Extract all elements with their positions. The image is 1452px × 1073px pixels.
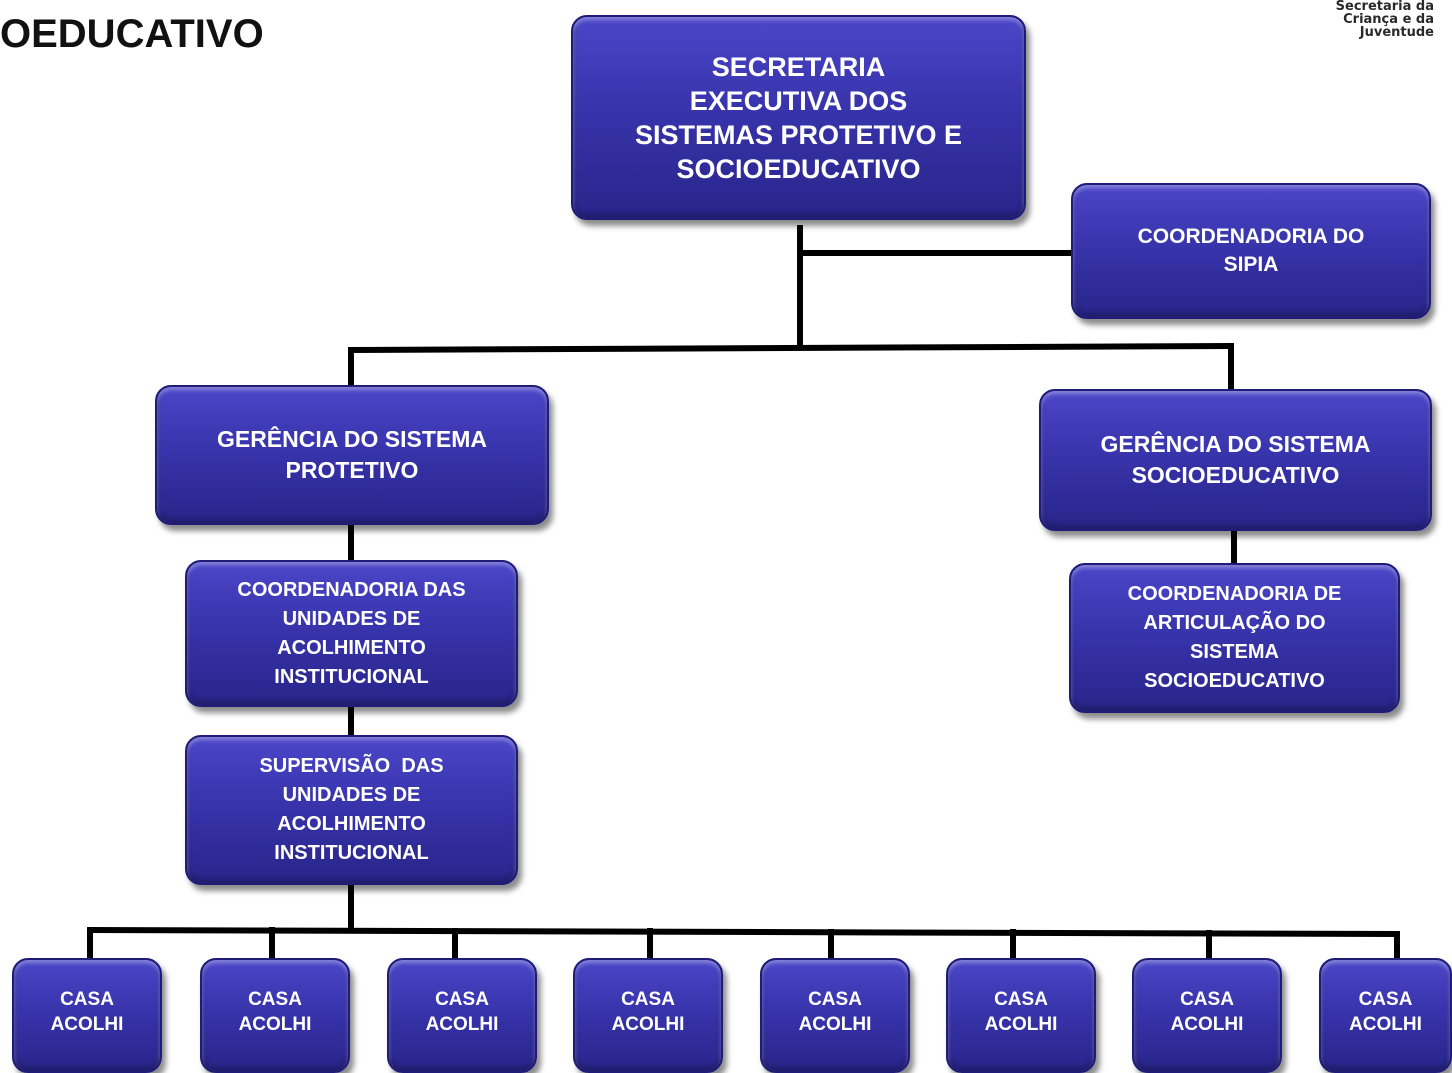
node-coordenadoria-acolhimento: COORDENADORIA DAS UNIDADES DE ACOLHIMENT… — [185, 560, 518, 707]
node-label-line: ARTICULAÇÃO DO — [1143, 612, 1326, 634]
node-label-line: SOCIOEDUCATIVO — [1144, 670, 1325, 692]
node-label-line: PROTETIVO — [285, 457, 419, 483]
node-label-line: UNIDADES DE — [282, 784, 421, 806]
node-label-line: CASA — [994, 989, 1048, 1010]
node-gerencia-socioeducativo: GERÊNCIA DO SISTEMA SOCIOEDUCATIVO — [1039, 389, 1432, 531]
node-casa-acolhimento-8: CASA ACOLHI — [1319, 958, 1452, 1073]
node-coordenadoria-sipia: COORDENADORIA DO SIPIA — [1071, 183, 1431, 319]
node-label-line: CASA — [248, 989, 302, 1010]
node-label-line: ACOLHIMENTO — [277, 813, 426, 835]
logo-line: Juventude — [1359, 25, 1434, 40]
node-label-line: SIPIA — [1223, 253, 1279, 276]
node-label-line: COORDENADORIA DE — [1127, 583, 1342, 605]
node-label-line: COORDENADORIA DAS — [237, 578, 466, 601]
node-casa-acolhimento-5: CASA ACOLHI — [760, 958, 910, 1073]
node-casa-acolhimento-4: CASA ACOLHI — [573, 958, 723, 1073]
node-supervisao-acolhimento: SUPERVISÃO DAS UNIDADES DE ACOLHIMENTO I… — [185, 735, 518, 885]
node-label-line: INSTITUCIONAL — [274, 665, 429, 688]
node-label-line: ACOLHI — [611, 1014, 685, 1035]
node-label-line: INSTITUCIONAL — [274, 842, 429, 864]
logo-line: Criança e da — [1343, 12, 1434, 27]
node-label-line: UNIDADES DE — [282, 607, 421, 630]
node-label-line: CASA — [621, 989, 675, 1010]
node-label-line: SECRETARIA — [711, 51, 886, 82]
node-label-line: ACOLHI — [1349, 1014, 1422, 1035]
node-label-line: CASA — [1180, 989, 1234, 1010]
node-label-line: SISTEMAS PROTETIVO E — [634, 119, 963, 150]
node-label-line: GERÊNCIA DO SISTEMA — [216, 426, 488, 452]
node-label-line: ACOLHI — [50, 1014, 124, 1035]
node-label-line: SOCIOEDUCATIVO — [1131, 462, 1340, 488]
node-label-line: ACOLHI — [798, 1014, 872, 1035]
node-label-line: CASA — [808, 989, 862, 1010]
node-coordenadoria-articulacao: COORDENADORIA DE ARTICULAÇÃO DO SISTEMA … — [1069, 563, 1400, 713]
node-label-line: ACOLHI — [1170, 1014, 1244, 1035]
node-casa-acolhimento-6: CASA ACOLHI — [946, 958, 1096, 1073]
node-label-line: EXECUTIVA DOS — [689, 85, 908, 116]
node-label-line: CASA — [435, 989, 489, 1010]
node-label-line: CASA — [1358, 989, 1413, 1010]
node-label-line: SUPERVISÃO DAS — [259, 755, 444, 777]
node-label-line: ACOLHIMENTO — [277, 636, 426, 659]
node-casa-acolhimento-2: CASA ACOLHI — [200, 958, 350, 1073]
secretaria-logo: Secretaria da Criança e da Juventude — [1284, 0, 1434, 39]
node-gerencia-protetivo: GERÊNCIA DO SISTEMA PROTETIVO — [155, 385, 549, 525]
node-label-line: SISTEMA — [1190, 641, 1279, 663]
node-label-line: ACOLHI — [425, 1014, 499, 1035]
node-label-line: ACOLHI — [984, 1014, 1058, 1035]
logo-line: Secretaria da — [1335, 0, 1434, 14]
node-secretaria-executiva: SECRETARIA EXECUTIVA DOS SISTEMAS PROTET… — [571, 15, 1026, 220]
node-casa-acolhimento-7: CASA ACOLHI — [1132, 958, 1282, 1073]
node-casa-acolhimento-3: CASA ACOLHI — [387, 958, 537, 1073]
node-label-line: SOCIOEDUCATIVO — [676, 153, 921, 184]
page-title: OEDUCATIVO — [0, 12, 264, 56]
connector-gerencias-bar — [347, 342, 1235, 354]
node-label-line: ACOLHI — [238, 1014, 312, 1035]
node-label-line: GERÊNCIA DO SISTEMA — [1100, 431, 1371, 457]
node-label-line: COORDENADORIA DO — [1137, 225, 1365, 248]
node-label-line: CASA — [60, 989, 114, 1010]
node-casa-acolhimento-1: CASA ACOLHI — [12, 958, 162, 1073]
connector-casas-bar — [86, 926, 1401, 938]
